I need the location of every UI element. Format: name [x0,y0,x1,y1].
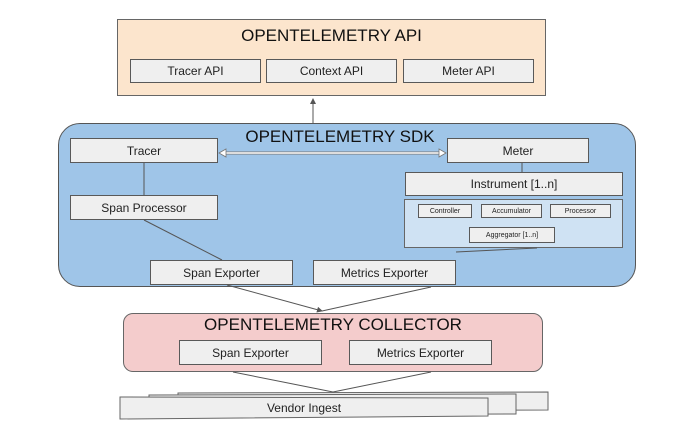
processor-box: Processor [550,204,611,218]
span-exporter-to-collector-line [226,284,323,313]
sdk-span-exporter-box: Span Exporter [150,260,293,285]
controller-box: Controller [418,204,472,218]
api-title: OPENTELEMETRY API [241,26,422,45]
instrument-box: Instrument [1..n] [405,172,623,196]
accumulator-box: Accumulator [481,204,542,218]
meter-api-box: Meter API [403,59,534,83]
aggregator-box: Aggregator [1..n] [469,227,555,243]
collector-title: OPENTELEMETRY COLLECTOR [204,315,462,334]
context-api-box: Context API [266,59,397,83]
tracer-box: Tracer [70,138,218,163]
collector-metrics-to-vendor-line [332,371,432,393]
tracer-api-box: Tracer API [130,59,261,83]
sdk-metrics-exporter-box: Metrics Exporter [313,260,456,285]
meter-box: Meter [447,138,589,163]
sdk-title: OPENTELEMETRY SDK [245,127,435,146]
collector-span-to-vendor-line [232,371,334,393]
span-processor-box: Span Processor [70,195,218,220]
api-panel [117,19,546,96]
metrics-exporter-to-collector-line [321,286,432,312]
collector-metrics-exporter-box: Metrics Exporter [349,340,492,365]
collector-span-exporter-box: Span Exporter [179,340,322,365]
vendor-ingest-label: Vendor Ingest [266,401,342,415]
